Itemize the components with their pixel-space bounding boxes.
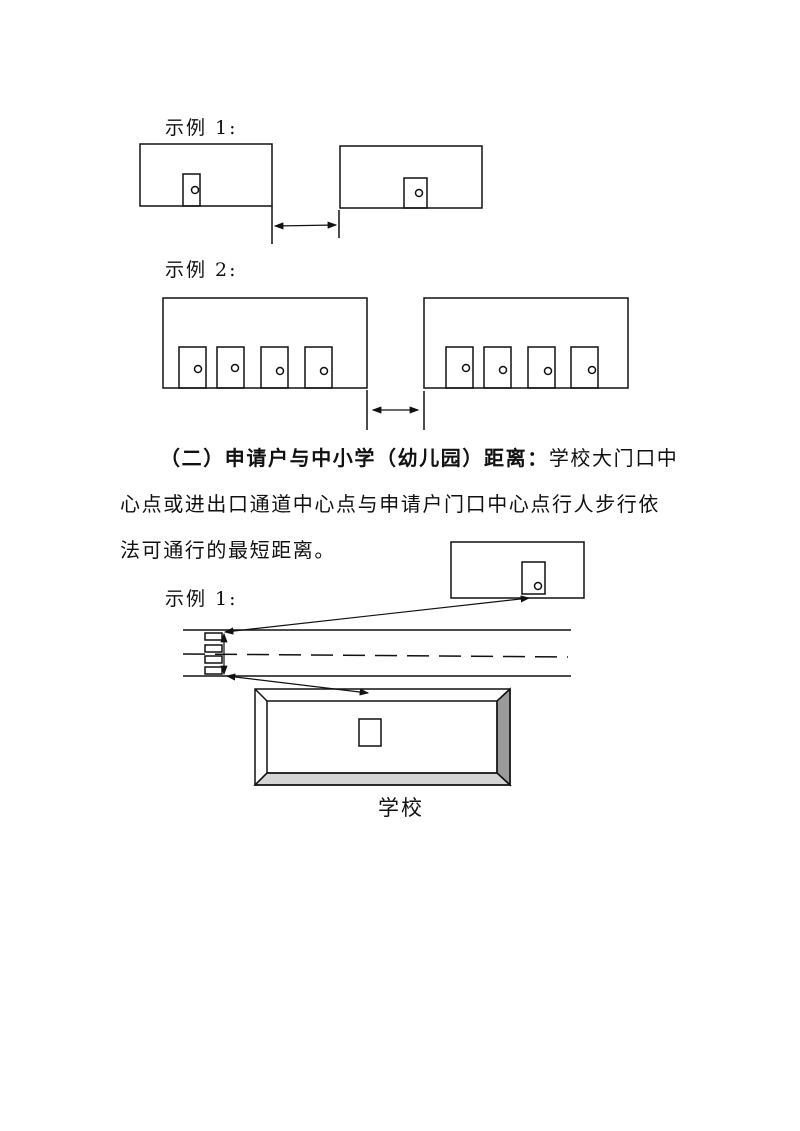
door bbox=[445, 346, 474, 389]
house-left bbox=[162, 297, 368, 389]
door bbox=[521, 561, 546, 595]
example1-diagram bbox=[139, 143, 483, 244]
door bbox=[182, 173, 201, 207]
door bbox=[304, 346, 333, 389]
door bbox=[260, 346, 289, 389]
door-center-marker bbox=[193, 364, 203, 374]
distance-arrow bbox=[225, 673, 370, 696]
door-center-marker bbox=[414, 188, 424, 198]
bevel-corner-line bbox=[254, 688, 268, 702]
example2-label: 示例 2: bbox=[165, 259, 238, 281]
example2-diagram bbox=[162, 297, 629, 430]
school-example-diagram bbox=[182, 541, 585, 787]
house-right bbox=[339, 145, 483, 209]
bevel-corner-line bbox=[496, 772, 511, 786]
paragraph-line-3: 法可通行的最短距离。 bbox=[120, 538, 336, 562]
house-left bbox=[139, 143, 273, 207]
building-inner-wall bbox=[266, 700, 498, 774]
paragraph-line-2: 心点或进出口通道中心点与申请户门口中心点行人步行依 bbox=[120, 492, 660, 516]
door-center-marker bbox=[461, 363, 471, 373]
door-center-marker bbox=[533, 581, 543, 591]
example1-label: 示例 1: bbox=[165, 117, 238, 139]
distance-arrow bbox=[223, 595, 531, 635]
paragraph-text: 学校大门口中 bbox=[548, 446, 679, 470]
door bbox=[403, 177, 428, 209]
door-center-marker bbox=[543, 366, 553, 376]
school-label: 学校 bbox=[378, 796, 424, 820]
building-outer-wall bbox=[254, 688, 511, 786]
door-center-marker bbox=[230, 363, 240, 373]
crosswalk-stripe bbox=[204, 655, 223, 664]
door-center-marker bbox=[319, 366, 329, 376]
road-centerline bbox=[182, 653, 569, 658]
door bbox=[483, 346, 512, 389]
applicant-house bbox=[450, 541, 585, 599]
distance-arrow bbox=[273, 221, 338, 230]
crosswalk-stripe bbox=[204, 666, 223, 675]
door-center-marker bbox=[190, 185, 200, 195]
crosswalk bbox=[204, 632, 223, 675]
door bbox=[527, 346, 556, 389]
house-right bbox=[423, 297, 629, 389]
crosswalk-stripe bbox=[204, 644, 223, 653]
building-bevel-bottom bbox=[253, 772, 512, 786]
door-center-marker bbox=[498, 365, 508, 375]
door bbox=[570, 346, 599, 389]
door bbox=[216, 346, 245, 389]
school-example-label: 示例 1: bbox=[165, 588, 238, 610]
school-gate bbox=[358, 718, 382, 747]
door bbox=[178, 346, 207, 389]
door-center-marker bbox=[587, 365, 597, 375]
building-bevel-right bbox=[496, 687, 511, 787]
bevel-corner-line bbox=[496, 688, 511, 702]
paragraph-line-1: （二）申请户与中小学（幼儿园）距离：学校大门口中 bbox=[160, 446, 678, 470]
crosswalk-stripe bbox=[204, 632, 223, 641]
school-building bbox=[253, 687, 512, 787]
bevel-corner-line bbox=[254, 772, 268, 786]
section-heading: （二）申请户与中小学（幼儿园）距离： bbox=[160, 446, 549, 470]
door-center-marker bbox=[275, 366, 285, 376]
